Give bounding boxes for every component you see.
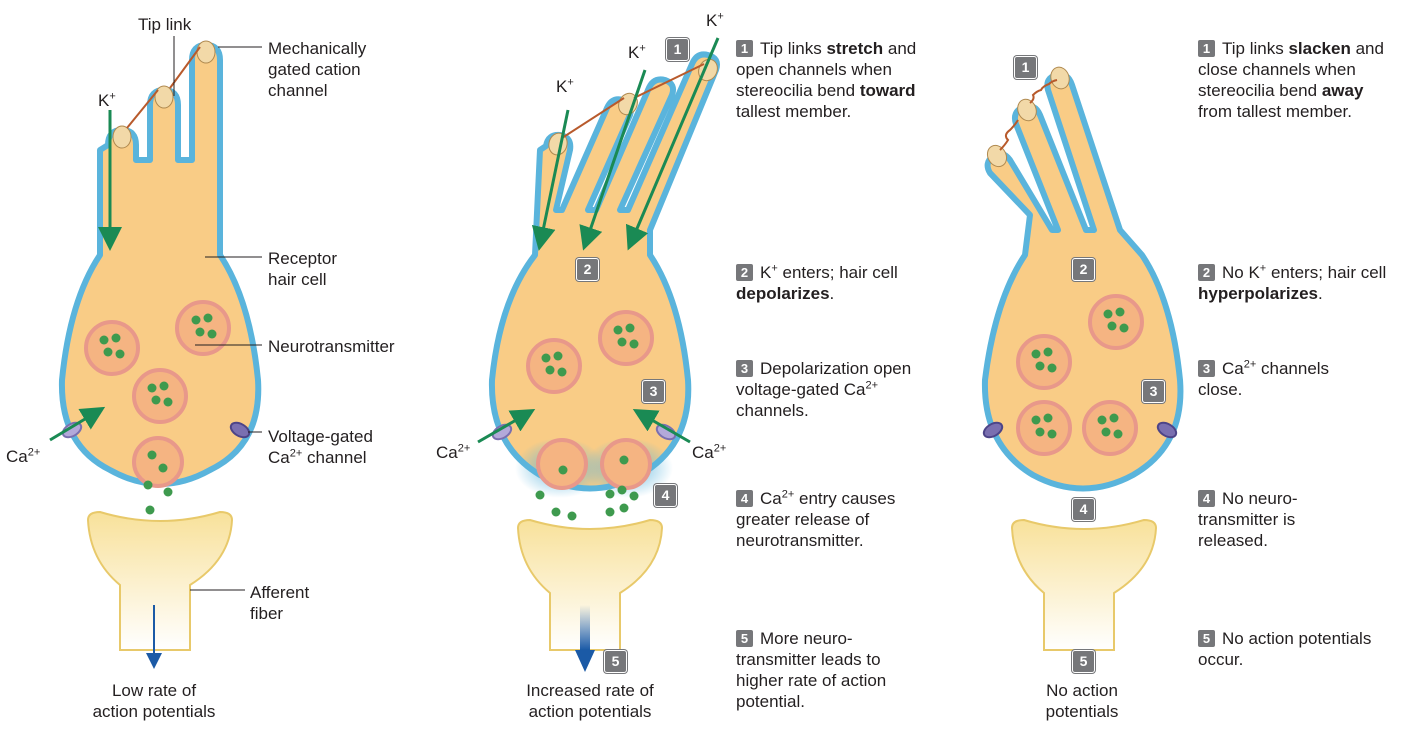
badge-middle-3: 3: [642, 380, 665, 403]
badge-right-5: 5: [1072, 650, 1095, 673]
badge-right-1: 1: [1014, 56, 1037, 79]
label-k-ion-middle-1: K+: [556, 76, 574, 97]
left-hair-cell: [50, 36, 262, 665]
label-ca-ion-middle-right: Ca2+: [692, 442, 726, 463]
label-neurotransmitter: Neurotransmitter: [268, 336, 395, 357]
label-ca-ion-left: Ca2+: [6, 446, 40, 467]
badge-right-2: 2: [1072, 258, 1095, 281]
badge-middle-4: 4: [654, 484, 677, 507]
badge-right-4: 4: [1072, 498, 1095, 521]
badge-middle-2: 2: [576, 258, 599, 281]
afferent-fiber-left: [88, 512, 232, 650]
label-k-ion-middle-3: K+: [706, 10, 724, 31]
label-voltage-gated-channel: Voltage-gated Ca2+ channel: [268, 426, 373, 468]
label-tip-link: Tip link: [138, 14, 191, 35]
label-k-ion-left: K+: [98, 90, 116, 111]
afferent-fiber-right: [1012, 520, 1156, 650]
label-k-ion-middle-2: K+: [628, 42, 646, 63]
label-ca-ion-middle-left: Ca2+: [436, 442, 470, 463]
badge-middle-1: 1: [666, 38, 689, 61]
right-hair-cell: [981, 65, 1180, 650]
ap-arrow-middle: [575, 650, 595, 672]
badge-middle-5: 5: [604, 650, 627, 673]
middle-hair-cell: [478, 38, 721, 672]
badge-right-3: 3: [1142, 380, 1165, 403]
